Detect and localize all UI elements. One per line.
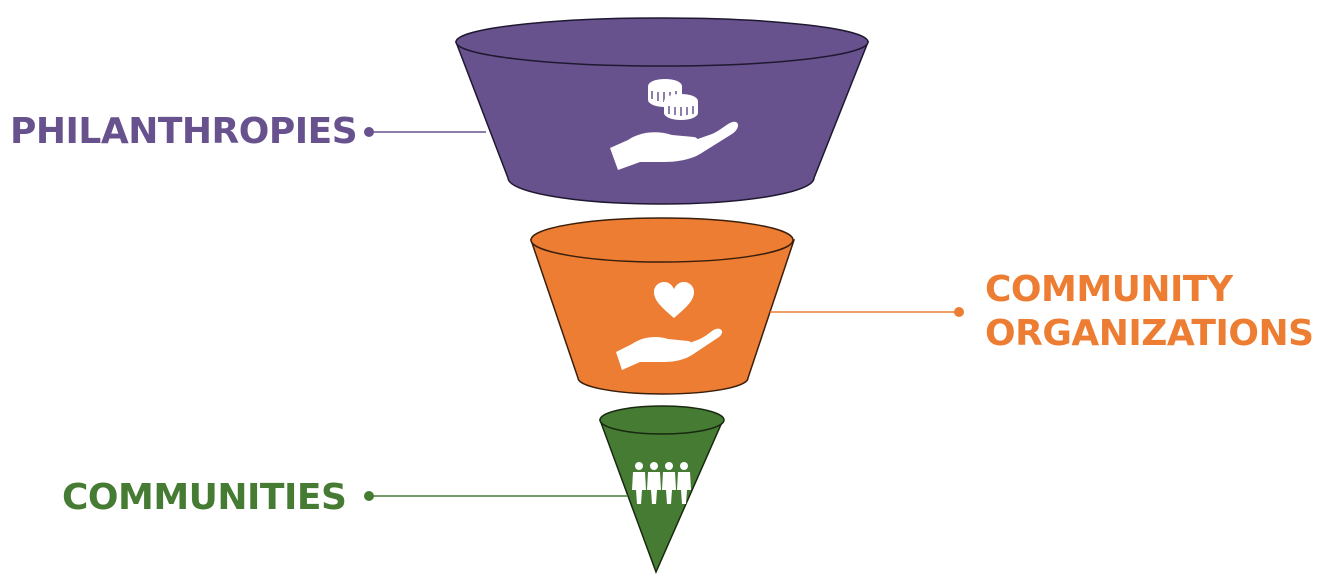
funnel-stage-communities bbox=[598, 405, 725, 574]
people-group-icon bbox=[632, 462, 691, 504]
funnel-stage-community-organizations-top bbox=[530, 217, 794, 263]
funnel-stage-community-organizations-body bbox=[529, 239, 796, 395]
connector-philanthropies bbox=[364, 127, 486, 137]
funnel-stage-community-organizations bbox=[529, 217, 796, 395]
stage-label-communities: COMMUNITIES bbox=[62, 477, 347, 518]
coins-on-hand-icon bbox=[610, 79, 739, 170]
funnel-stage-philanthropies-top bbox=[455, 17, 869, 67]
stage-label-community-organizations: COMMUNITY ORGANIZATIONS bbox=[985, 269, 1314, 354]
connector-community-organizations bbox=[770, 307, 964, 317]
funnel-stage-philanthropies-body bbox=[454, 41, 870, 205]
funnel-stage-communities-top bbox=[599, 405, 725, 435]
connector-communities bbox=[364, 491, 628, 501]
heart-on-hand-icon bbox=[616, 282, 723, 370]
funnel-stage-philanthropies bbox=[454, 17, 870, 205]
stage-label-philanthropies: PHILANTHROPIES bbox=[10, 111, 358, 152]
